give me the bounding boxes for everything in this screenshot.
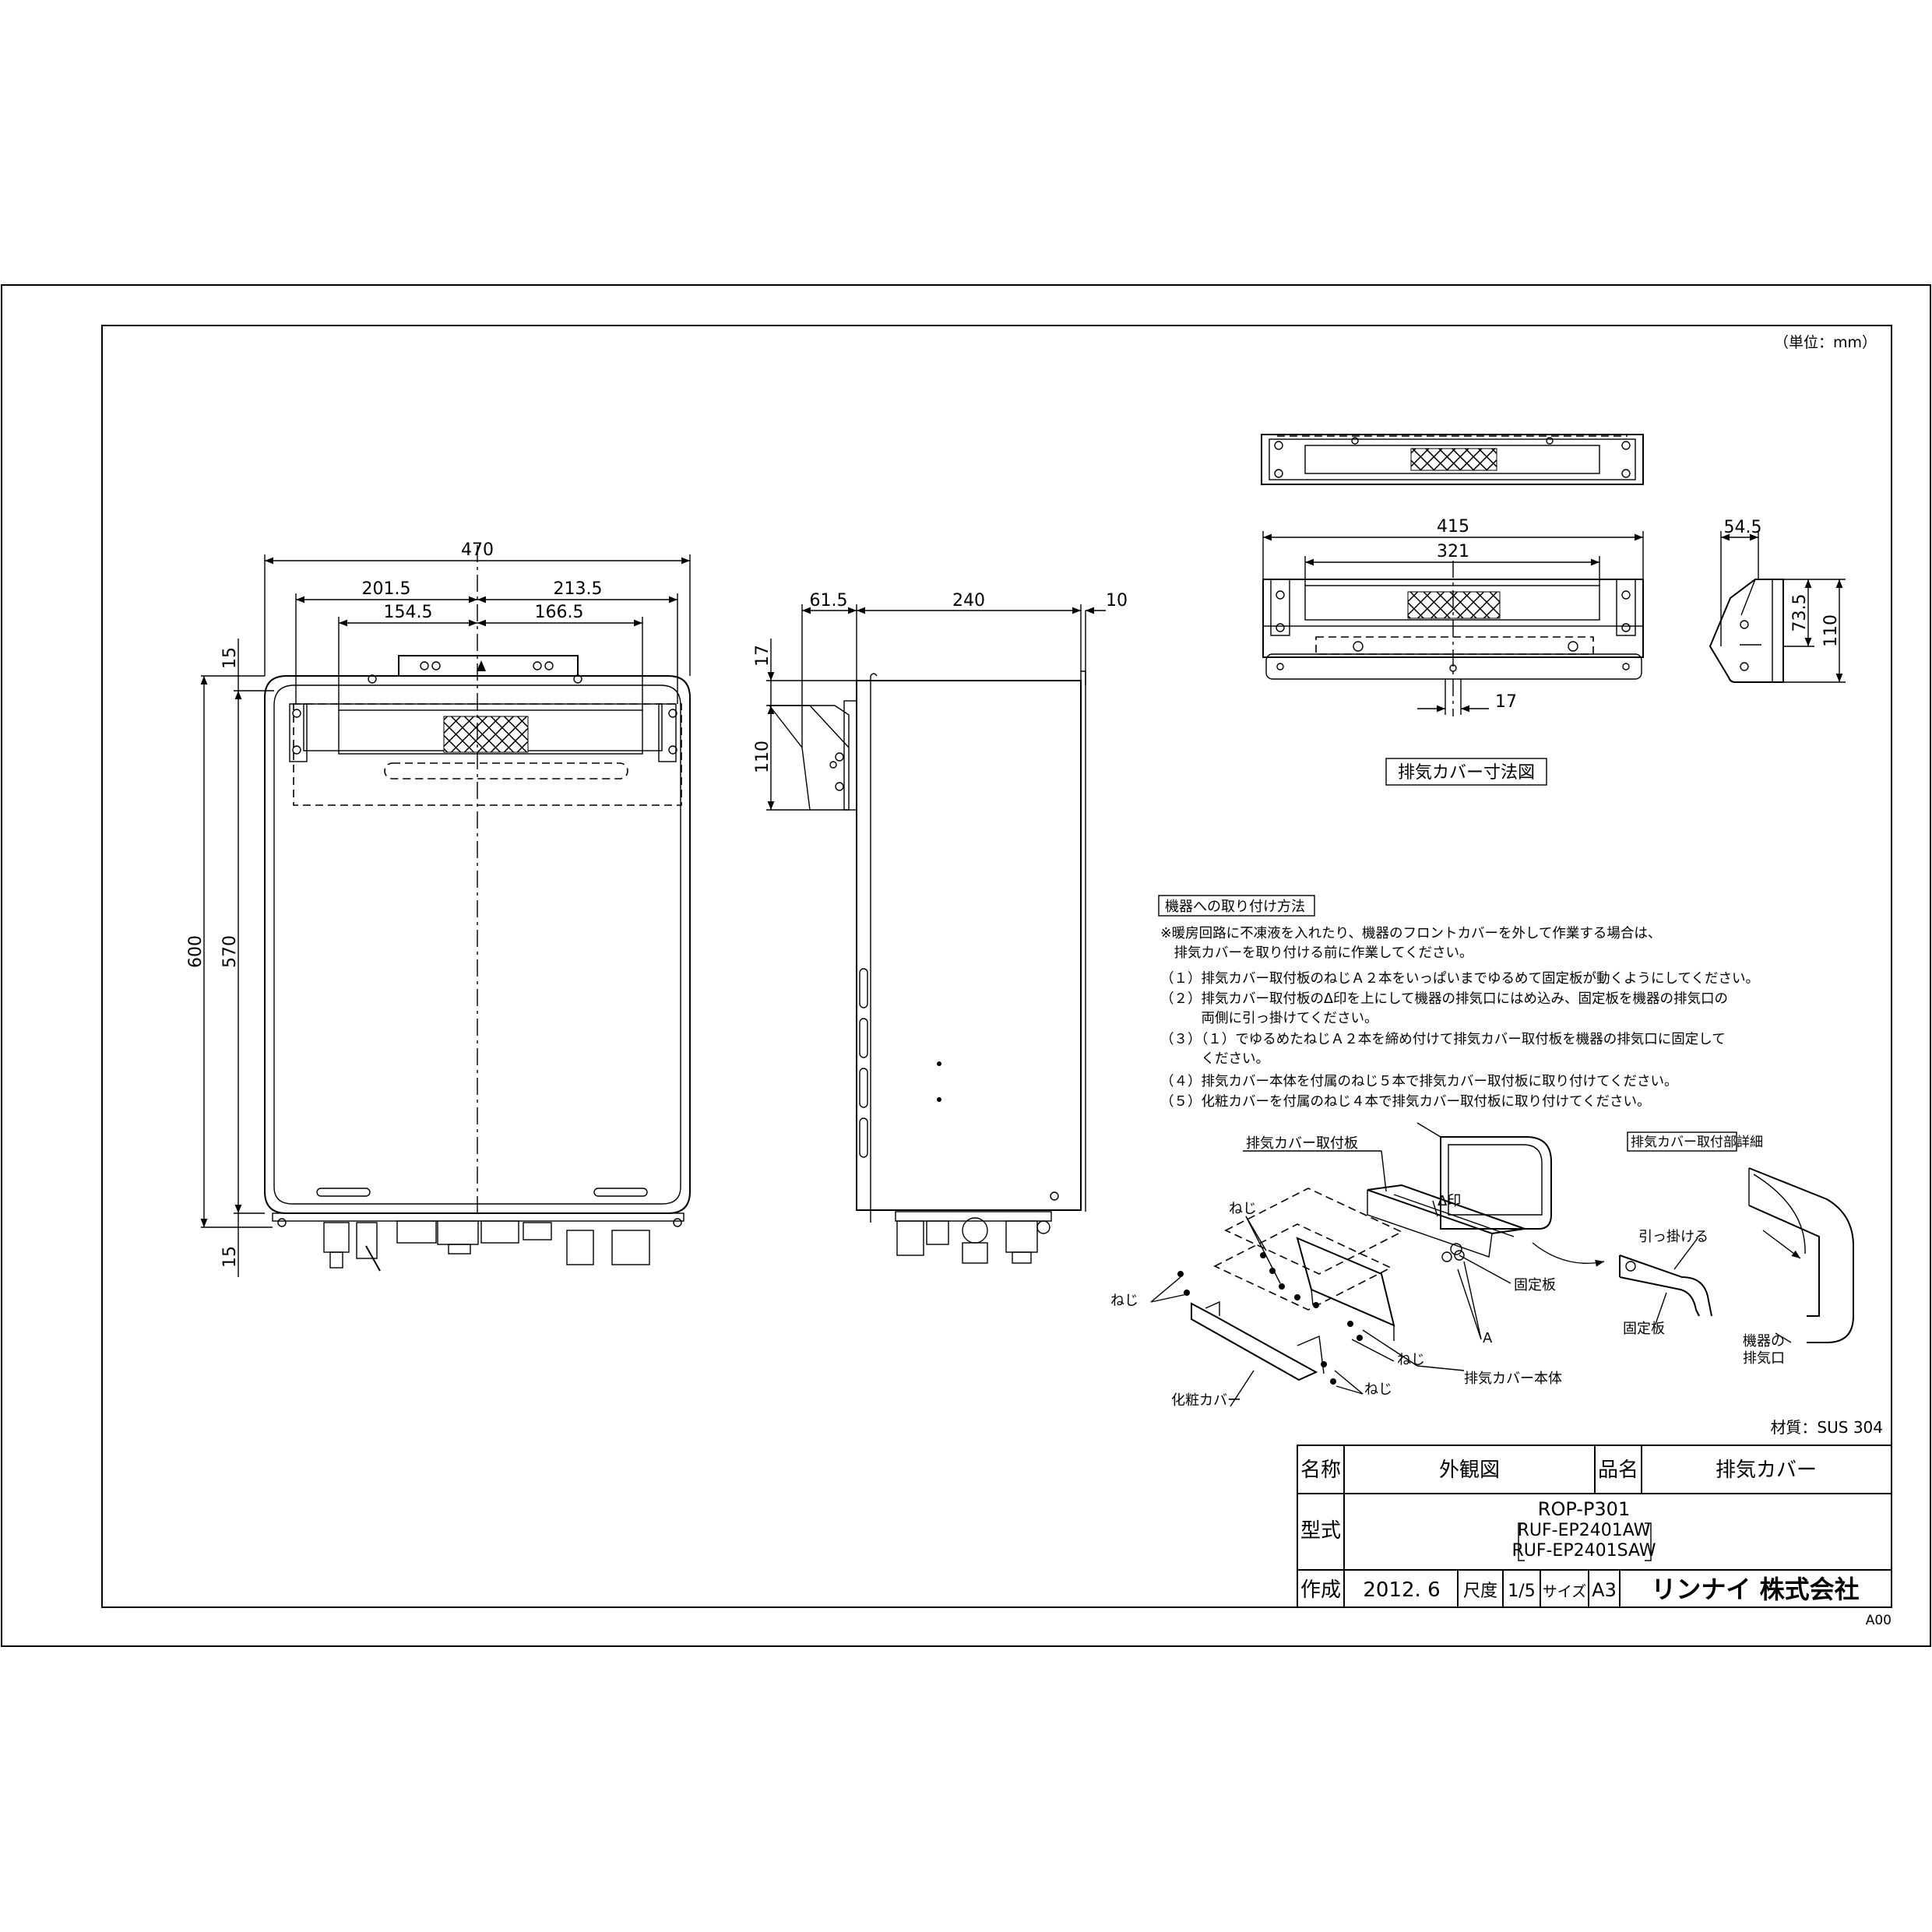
dim-166-5: 166.5 bbox=[535, 603, 584, 622]
tb-company: リンナイ 株式会社 bbox=[1651, 1575, 1859, 1604]
label-screw-4: ねじ bbox=[1364, 1381, 1392, 1398]
install-notes: ※暖房回路に不凍液を入れたり、機器のフロントカバーを外して作業する場合は、 排気… bbox=[1160, 926, 1759, 1110]
dim-110: 110 bbox=[753, 741, 772, 773]
tb-product-value: 排気カバー bbox=[1716, 1459, 1817, 1482]
tb-made-label: 作成 bbox=[1300, 1578, 1341, 1602]
tb-size-value: A3 bbox=[1592, 1579, 1617, 1601]
tb-model-main: ROP-P301 bbox=[1538, 1498, 1630, 1520]
inner-border bbox=[101, 325, 1892, 1608]
dim-213-5: 213.5 bbox=[554, 579, 603, 599]
front-handle-right bbox=[593, 1188, 648, 1197]
dim-321: 321 bbox=[1437, 542, 1469, 561]
assembly-labels: 排気カバー取付板 ねじ Δ印 ねじ 固定板 A ねじ 排気カバー本体 ねじ 化粧… bbox=[1110, 1135, 1562, 1409]
cover-front-view bbox=[1262, 561, 1644, 716]
mounting-plate-shape bbox=[1367, 1184, 1526, 1235]
front-slot bbox=[384, 762, 628, 779]
label-screw-3: ねじ bbox=[1397, 1352, 1425, 1368]
top-bracket bbox=[398, 655, 579, 676]
detail-fixing-plate: 固定板 bbox=[1623, 1321, 1665, 1337]
tb-size-label: サイズ bbox=[1543, 1583, 1586, 1600]
cover-top-view bbox=[1261, 434, 1644, 485]
detail-drawing: 排気カバー取付部詳細 引っ掛ける 固定板 機器の 排気口 bbox=[1619, 1131, 1854, 1367]
tb-model-sub1: RUF-EP2401AW bbox=[1518, 1521, 1651, 1540]
note-line: （４）排気カバー本体を付属のねじ５本で排気カバー取付板に取り付けてください。 bbox=[1160, 1074, 1677, 1089]
tb-product-label: 品名 bbox=[1598, 1459, 1638, 1482]
dim-154-5: 154.5 bbox=[384, 603, 433, 622]
front-cover-panel bbox=[338, 709, 643, 755]
cover-title-box bbox=[1385, 758, 1547, 786]
dim-201-5: 201.5 bbox=[362, 579, 411, 599]
cover-side-view: 54.5 73.5 110 bbox=[1709, 518, 1846, 683]
bottom-fittings bbox=[272, 1212, 684, 1272]
tb-made-value: 2012. 6 bbox=[1363, 1578, 1440, 1602]
cover-dimensions: 415 321 17 bbox=[1262, 517, 1644, 715]
side-bottom-fittings bbox=[895, 1211, 1052, 1264]
side-dimensions: 61.5 240 10 17 110 bbox=[753, 591, 1128, 811]
note-line: （３）（１）でゆるめたねじＡ２本を締め付けて排気カバー取付板を機器の排気口に固定… bbox=[1160, 1032, 1726, 1047]
dim-61-5: 61.5 bbox=[810, 591, 848, 611]
install-heading: 機器への取り付け方法 bbox=[1165, 899, 1305, 915]
tb-scale-value: 1/5 bbox=[1508, 1582, 1535, 1601]
label-fixing-plate: 固定板 bbox=[1514, 1277, 1556, 1293]
tb-scale-label: 尺度 bbox=[1463, 1582, 1497, 1601]
dim-10: 10 bbox=[1106, 591, 1128, 611]
cover-body-shape bbox=[1296, 1237, 1395, 1327]
dim-470: 470 bbox=[461, 540, 494, 560]
detail-hook: 引っ掛ける bbox=[1638, 1229, 1709, 1245]
front-body-inner bbox=[273, 684, 681, 1205]
label-screw-2: ねじ bbox=[1110, 1293, 1138, 1309]
note-line: ください。 bbox=[1160, 1051, 1269, 1067]
label-cover-body: 排気カバー本体 bbox=[1464, 1371, 1562, 1387]
label-screw-1: ねじ bbox=[1229, 1201, 1257, 1217]
front-mesh-grille bbox=[443, 716, 529, 753]
dim-415: 415 bbox=[1437, 517, 1469, 537]
unit-note: （単位：mm） bbox=[1774, 334, 1877, 351]
dim-570: 570 bbox=[220, 935, 240, 968]
dim-110-side: 110 bbox=[1821, 614, 1841, 647]
dim-73-5: 73.5 bbox=[1790, 594, 1810, 632]
tb-name-value: 外観図 bbox=[1439, 1459, 1500, 1482]
side-cover-profile bbox=[768, 705, 850, 811]
tb-name-label: 名称 bbox=[1300, 1459, 1341, 1482]
install-heading-box bbox=[1158, 895, 1315, 917]
note-line: （２）排気カバー取付板のΔ印を上にして機器の排気口にはめ込み、固定板を機器の排気… bbox=[1160, 991, 1728, 1007]
dim-15-bottom: 15 bbox=[220, 1246, 240, 1268]
exploded-assembly bbox=[1150, 1122, 1605, 1407]
dim-17: 17 bbox=[753, 645, 772, 667]
dim-600: 600 bbox=[186, 935, 206, 968]
note-line: 排気カバーを取り付ける前に作業してください。 bbox=[1160, 945, 1473, 961]
top-mesh-grille bbox=[1410, 448, 1497, 471]
revision: A00 bbox=[1866, 1613, 1892, 1628]
front-dimensions: 470 201.5 213.5 154.5 166.5 15 600 570 1… bbox=[186, 540, 691, 1277]
dim-54-5: 54.5 bbox=[1724, 518, 1762, 537]
note-line: （１）排気カバー取付板のねじＡ２本をいっぱいまでゆるめて固定板が動くようにしてく… bbox=[1160, 971, 1759, 987]
dim-17-slot: 17 bbox=[1495, 692, 1517, 712]
detail-heading-box bbox=[1627, 1131, 1737, 1152]
front-view bbox=[264, 545, 691, 1272]
label-mounting-plate: 排気カバー取付板 bbox=[1246, 1135, 1358, 1152]
front-handle-left bbox=[316, 1188, 371, 1197]
note-line: ※暖房回路に不凍液を入れたり、機器のフロントカバーを外して作業する場合は、 bbox=[1160, 926, 1661, 941]
outer-border bbox=[1, 284, 1931, 1647]
material: 材質：SUS 304 bbox=[1770, 1418, 1883, 1437]
label-decor-cover: 化粧カバー bbox=[1171, 1392, 1241, 1409]
decor-cover-shape bbox=[1191, 1302, 1318, 1381]
dim-15-top: 15 bbox=[220, 647, 240, 669]
side-view bbox=[768, 611, 1086, 1264]
label-point-a: A bbox=[1483, 1330, 1493, 1346]
detail-outlet-line2: 排気口 bbox=[1743, 1350, 1785, 1367]
detail-outlet-line1: 機器の bbox=[1743, 1333, 1785, 1350]
note-line: （５）化粧カバーを付属のねじ４本で排気カバー取付板に取り付けてください。 bbox=[1160, 1094, 1650, 1110]
cover-mesh-grille bbox=[1407, 591, 1501, 619]
cover-drawing-title: 排気カバー寸法図 bbox=[1398, 763, 1535, 783]
note-line: 両側に引っ掛けてください。 bbox=[1160, 1011, 1378, 1026]
dim-240: 240 bbox=[952, 591, 985, 611]
title-block: 名称 外観図 品名 排気カバー 型式 ROP-P301 RUF-EP2401AW… bbox=[1297, 1445, 1892, 1608]
detail-heading: 排気カバー取付部詳細 bbox=[1631, 1135, 1763, 1150]
label-delta-mark: Δ印 bbox=[1438, 1193, 1461, 1209]
tb-model-label: 型式 bbox=[1300, 1519, 1341, 1543]
tb-model-sub2: RUF-EP2401SAW bbox=[1511, 1541, 1656, 1561]
side-body-outline bbox=[856, 680, 1082, 1211]
